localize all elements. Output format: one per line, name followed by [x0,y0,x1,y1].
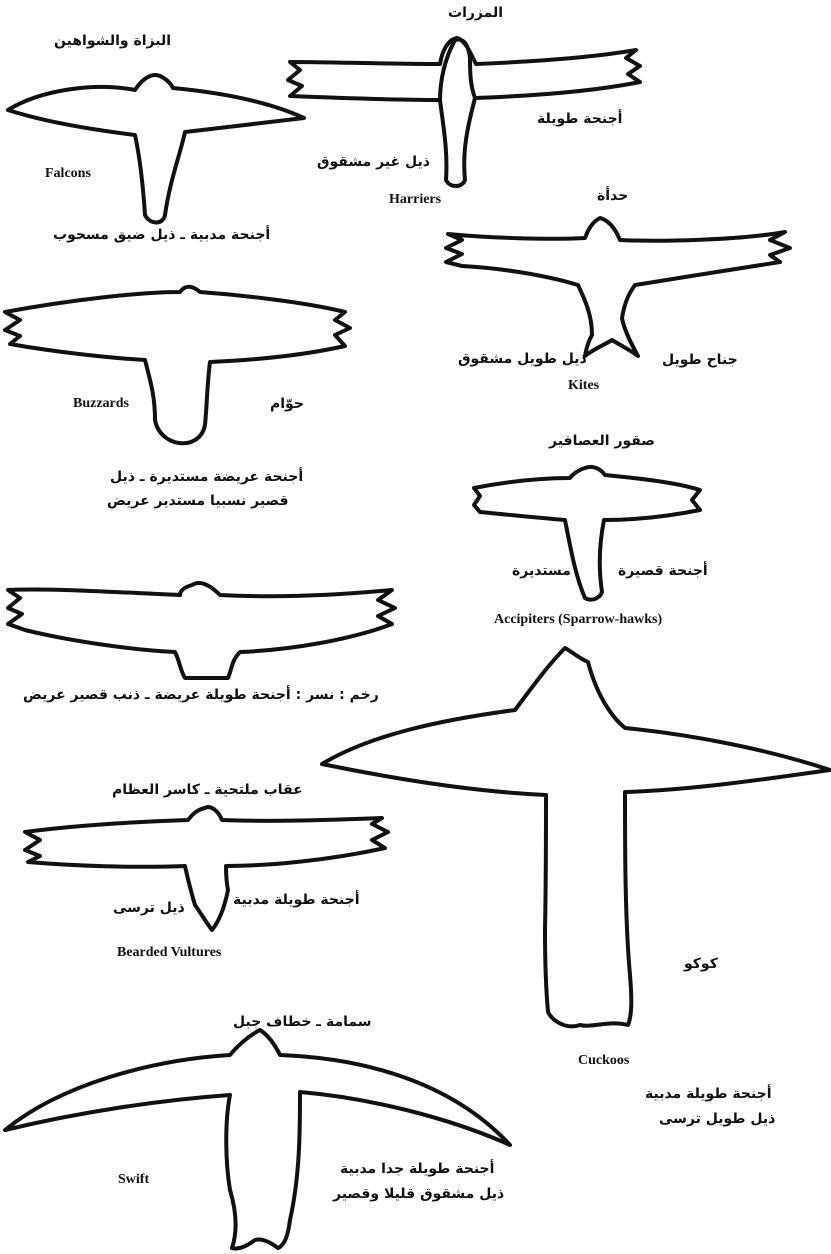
falcon-silhouette [8,75,304,223]
harriers-arabic-name: المزرات [448,6,503,20]
kites-arabic-wing: جناح طويل [662,353,738,367]
swift-arabic-name: سمامة ـ خطاف جبل [233,1015,372,1029]
cuckoos-arabic-desc-1: أجنحة طويلة مدبية [645,1085,772,1104]
cuckoo-silhouette [322,648,830,1026]
swift-arabic-desc-1: أجنحة طويلة جدا مدبية [340,1160,494,1179]
cuckoos-arabic-desc-2: ذيل طويل ترسى [659,1110,775,1129]
buzzards-english-label: Buzzards [73,397,129,411]
accipiters-arabic-tail: مستديرة [512,564,571,578]
buzzards-arabic-name: حوّام [270,397,304,411]
accipiters-arabic-wing: أجنحة قصيرة [618,564,708,578]
accipiters-english-label: Accipiters (Sparrow-hawks) [494,613,662,627]
falcons-arabic-desc: أجنحة مدبية ـ ذيل ضيق مسحوب [53,228,270,242]
falcons-arabic-name: البزاة والشواهين [54,34,171,48]
kite-silhouette [446,218,790,356]
swift-english-label: Swift [118,1173,149,1187]
kites-arabic-tail: ذيل طويل مشقوق [458,352,587,366]
bearded-vulture-silhouette [25,807,388,930]
bearded-arabic-tail: ذيل ترسى [113,901,185,915]
buzzards-arabic-desc-2: قصير نسبيا مستدير عريض [107,492,289,511]
swift-silhouette [5,1030,510,1248]
harriers-english-label: Harriers [389,193,441,207]
buzzard-silhouette [5,287,350,444]
harriers-arabic-tail: ذيل غير مشقوق [317,155,430,169]
cuckoos-arabic-name: كوكو [684,957,718,971]
bearded-arabic-name: عقاب ملتحية ـ كاسر العظام [112,783,303,797]
bearded-english-label: Bearded Vultures [117,946,221,960]
accipiter-silhouette [474,467,700,600]
kites-arabic-name: حدأة [597,189,628,203]
falcons-english-label: Falcons [45,167,91,181]
harriers-arabic-wing: أجنحة طويلة [537,112,622,126]
cuckoos-english-label: Cuckoos [578,1054,629,1068]
buzzards-arabic-desc-1: أجنحة عريضة مستديرة ـ ذيل [110,468,303,487]
vulture-silhouette [8,583,395,678]
kites-english-label: Kites [568,379,599,393]
bearded-arabic-wing: أجنحة طويلة مدبية [233,893,360,907]
accipiters-arabic-name: صقور العصافير [549,434,655,448]
vultures-arabic-desc: رخم : نسر : أجنحة طويلة عريضة ـ ذنب قصير… [23,688,379,702]
swift-arabic-desc-2: ذيل مشقوق قليلا وقصير [333,1185,504,1204]
